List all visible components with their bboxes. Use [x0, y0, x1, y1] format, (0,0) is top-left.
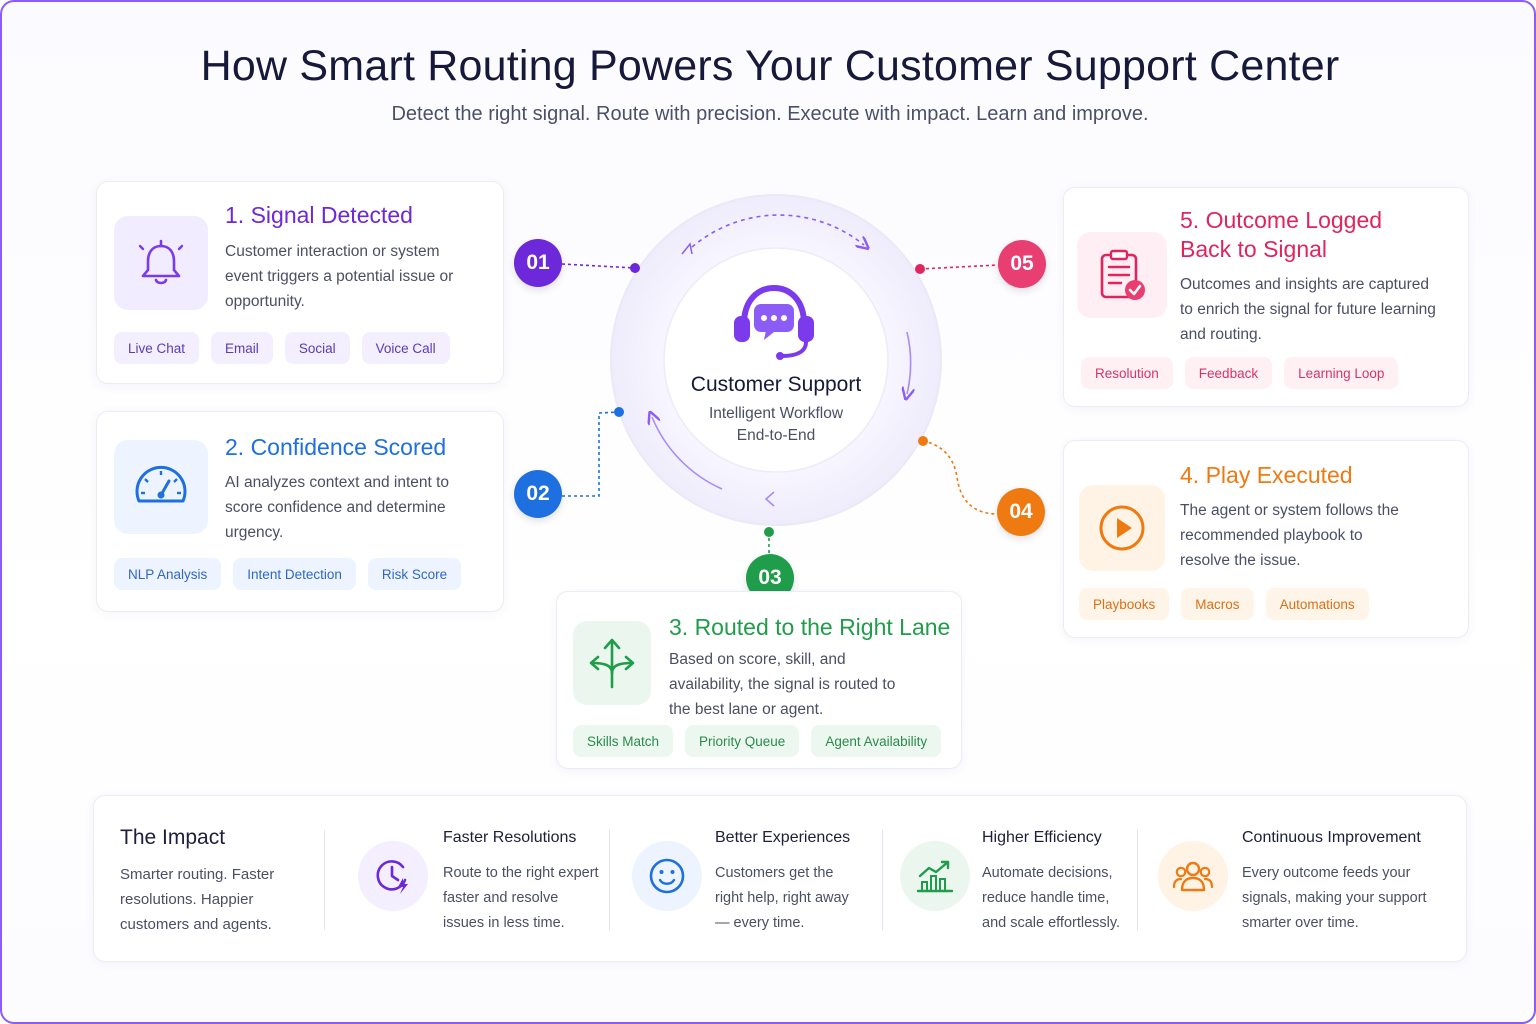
- people-icon-tile: [1158, 841, 1228, 911]
- impact-description: Smarter routing. Faster resolutions. Hap…: [120, 866, 275, 933]
- flow-arrow-bottom: [764, 491, 775, 507]
- step-description: AI analyzes context and intent to score …: [225, 474, 450, 541]
- step-badge-02: 02: [514, 470, 562, 518]
- chip-automations: Automations: [1265, 588, 1369, 620]
- impact-item-description: Every outcome feeds your signals, making…: [1242, 865, 1427, 931]
- page-subtitle: Detect the right signal. Route with prec…: [391, 103, 1149, 125]
- impact-item-title: Better Experiences: [715, 829, 851, 846]
- divider: [324, 830, 325, 930]
- speedometer-icon: [135, 465, 187, 503]
- chip-skills-match: Skills Match: [573, 725, 674, 757]
- play-icon-tile: [1079, 485, 1165, 571]
- chip-row: Live Chat Email Social Voice Call: [114, 332, 450, 364]
- chip-row: Playbooks Macros Automations: [1079, 588, 1369, 620]
- step-badge-01: 01: [514, 239, 562, 287]
- inner-ring: [663, 247, 889, 473]
- step-description: The agent or system follows the recommen…: [1180, 502, 1399, 569]
- impact-item-title: Higher Efficiency: [982, 829, 1102, 846]
- clock-bolt-icon: [376, 860, 408, 894]
- connector-05: [919, 264, 999, 270]
- chip-learning-loop: Learning Loop: [1284, 357, 1399, 389]
- step-badge-05: 05: [998, 240, 1046, 288]
- chip-social: Social: [284, 332, 350, 364]
- step-title: 4. Play Executed: [1180, 462, 1353, 488]
- headset-chat-icon: [734, 284, 814, 360]
- chip-row: Resolution Feedback Learning Loop: [1081, 357, 1399, 389]
- step-description: Based on score, skill, and availability,…: [669, 651, 896, 718]
- step-card-outcome-logged: 5. Outcome Logged Back to Signal Outcome…: [1063, 187, 1469, 407]
- step-card-confidence-scored: 2. Confidence Scored AI analyzes context…: [96, 411, 504, 612]
- chip-intent-detection: Intent Detection: [233, 558, 356, 590]
- chip-macros: Macros: [1181, 588, 1254, 620]
- connector-01: [561, 263, 636, 269]
- bell-icon: [138, 239, 184, 285]
- step-title-line-2: Back to Signal: [1180, 236, 1328, 262]
- chip-email: Email: [211, 332, 273, 364]
- impact-title: The Impact: [120, 826, 226, 849]
- center-title: Customer Support: [690, 373, 862, 396]
- center-line-1: Intelligent Workflow: [708, 405, 844, 422]
- impact-item-description: Automate decisions, reduce handle time, …: [982, 865, 1121, 931]
- flow-arrow-top: [691, 214, 864, 247]
- growth-chart-icon-tile: [900, 841, 970, 911]
- step-description: Customer interaction or system event tri…: [225, 243, 454, 310]
- growth-chart-icon: [916, 860, 954, 893]
- connector-04: [922, 440, 999, 515]
- impact-item-title: Faster Resolutions: [443, 829, 577, 846]
- chip-feedback: Feedback: [1184, 357, 1273, 389]
- chip-nlp-analysis: NLP Analysis: [114, 558, 222, 590]
- chip-row: NLP Analysis Intent Detection Risk Score: [114, 558, 462, 590]
- chip-live-chat: Live Chat: [114, 332, 200, 364]
- step-card-play-executed: 4. Play Executed The agent or system fol…: [1063, 440, 1469, 638]
- step-description: Outcomes and insights are captured to en…: [1180, 276, 1436, 343]
- impact-item-description: Route to the right expert faster and res…: [443, 865, 599, 931]
- flow-arrow-right: [907, 331, 911, 394]
- step-badge-04: 04: [997, 488, 1045, 536]
- smiley-icon-tile: [632, 841, 702, 911]
- step-title: 1. Signal Detected: [225, 202, 413, 228]
- impact-panel: The Impact Smarter routing. Faster resol…: [93, 795, 1467, 962]
- clipboard-check-icon: [1100, 249, 1145, 300]
- chip-agent-availability: Agent Availability: [811, 725, 942, 757]
- page-title: How Smart Routing Powers Your Customer S…: [200, 42, 1340, 90]
- step-title-line-1: 5. Outcome Logged: [1180, 207, 1383, 233]
- flow-arrow-left: [652, 417, 723, 490]
- route-split-icon-tile: [573, 621, 651, 705]
- smiley-icon: [649, 858, 685, 894]
- connector-02: [562, 411, 620, 497]
- play-icon: [1099, 505, 1145, 551]
- step-title: 2. Confidence Scored: [225, 434, 447, 460]
- chip-priority-queue: Priority Queue: [685, 725, 800, 757]
- bell-icon-tile: [114, 216, 208, 310]
- step-title: 3. Routed to the Right Lane: [669, 614, 951, 640]
- chip-playbooks: Playbooks: [1079, 588, 1170, 620]
- chip-resolution: Resolution: [1081, 357, 1173, 389]
- step-card-signal-detected: 1. Signal Detected Customer interaction …: [96, 181, 504, 384]
- impact-item-description: Customers get the right help, right away…: [715, 865, 849, 931]
- clock-bolt-icon-tile: [358, 841, 428, 911]
- divider: [1137, 830, 1138, 930]
- people-icon: [1172, 861, 1214, 892]
- divider: [882, 830, 883, 930]
- center-line-2: End-to-End: [736, 427, 816, 444]
- divider: [609, 830, 610, 930]
- step-card-routed: 3. Routed to the Right Lane Based on sco…: [556, 591, 962, 769]
- chip-voice-call: Voice Call: [361, 332, 450, 364]
- chip-row: Skills Match Priority Queue Agent Availa…: [573, 725, 942, 757]
- speedometer-icon-tile: [114, 440, 208, 534]
- chip-risk-score: Risk Score: [367, 558, 462, 590]
- clipboard-check-icon-tile: [1077, 232, 1167, 318]
- impact-item-title: Continuous Improvement: [1242, 829, 1421, 846]
- route-split-icon: [589, 638, 635, 689]
